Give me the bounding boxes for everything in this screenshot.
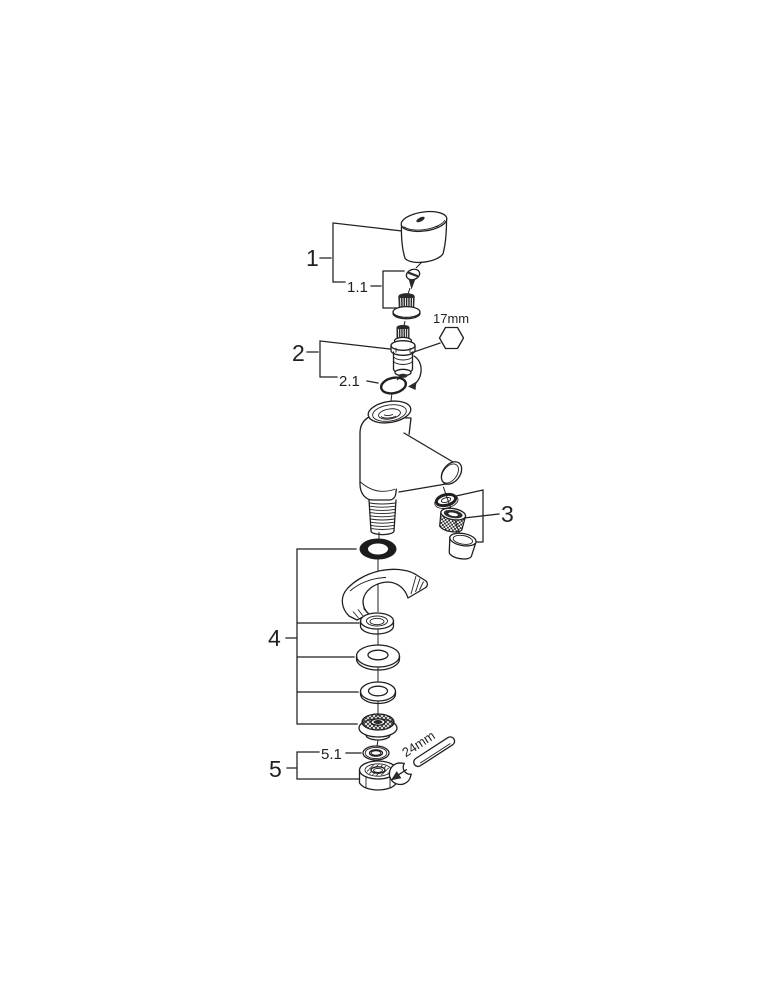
faucet-spout xyxy=(394,431,463,493)
callout-2-label: 2 xyxy=(292,340,305,366)
callout-4-label: 4 xyxy=(268,625,281,651)
flat-washer xyxy=(355,644,401,671)
hex-nut-icon xyxy=(438,326,465,350)
base-o-ring xyxy=(359,538,397,560)
horseshoe-clamp xyxy=(341,568,429,621)
collar-ring xyxy=(359,612,395,635)
handle-knob xyxy=(400,210,448,264)
o-ring-position-arrow xyxy=(408,355,422,390)
washer-5-1 xyxy=(362,745,390,761)
handle-screw xyxy=(405,268,421,290)
threaded-shank xyxy=(368,499,397,536)
spline-adapter xyxy=(392,293,421,320)
callout-labels: 1 1.1 2 2.1 3 4 5 5.1 xyxy=(268,245,514,782)
wrench-arrow xyxy=(390,768,408,781)
hex-size-label: 17mm xyxy=(433,311,469,326)
hex-size-annotation: 17mm xyxy=(410,311,469,354)
callout-5-label: 5 xyxy=(269,756,282,782)
callout-5-1-label: 5.1 xyxy=(321,746,342,763)
knurled-fixing-ring xyxy=(358,713,398,741)
valve-cartridge xyxy=(390,324,422,390)
mounting-set xyxy=(341,538,429,741)
callout-1-label: 1 xyxy=(306,245,319,271)
aerator-assembly xyxy=(434,492,477,560)
ring-washer xyxy=(359,681,397,705)
callout-1-1-label: 1.1 xyxy=(347,279,368,296)
faucet-body xyxy=(359,400,463,536)
fixing-nut xyxy=(358,760,398,791)
handle-indicator-slot xyxy=(416,216,425,223)
callout-2-1-label: 2.1 xyxy=(339,373,360,390)
aerator-insert xyxy=(439,507,467,533)
aerator-shell xyxy=(448,532,477,560)
callout-3-label: 3 xyxy=(501,501,514,527)
callout-lines xyxy=(285,222,500,780)
cartridge-o-ring xyxy=(379,376,408,395)
